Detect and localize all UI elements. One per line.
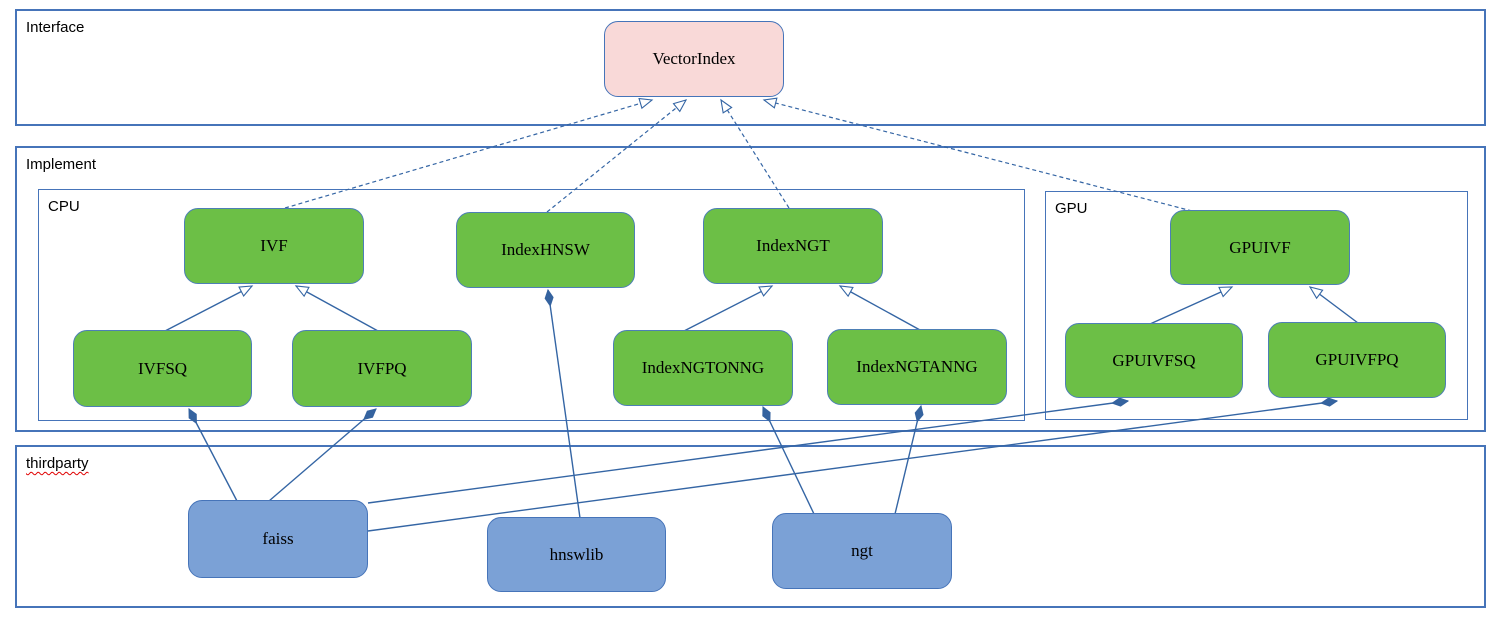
node-ngt[interactable]: ngt [772, 513, 952, 589]
node-indexhnsw[interactable]: IndexHNSW [456, 212, 635, 288]
node-faiss-label: faiss [262, 529, 294, 548]
node-indexhnsw-label: IndexHNSW [501, 240, 590, 259]
node-gpuivfpq[interactable]: GPUIVFPQ [1268, 322, 1446, 398]
node-gpuivf-label: GPUIVF [1229, 237, 1291, 257]
node-ivfsq[interactable]: IVFSQ [73, 330, 252, 407]
node-ivfsq-label: IVFSQ [137, 358, 188, 378]
container-implement-label: Implement [26, 156, 97, 173]
node-gpuivfsq[interactable]: GPUIVFSQ [1065, 323, 1243, 398]
node-ivf-label: IVF [260, 236, 288, 255]
container-interface-label: Interface [26, 19, 85, 36]
node-indexngtanng[interactable]: IndexNGTANNG [827, 329, 1007, 405]
node-ngt-label: ngt [851, 541, 873, 560]
node-indexngt-label: IndexNGT [756, 236, 830, 255]
node-indexngtanng-label: IndexNGTANNG [856, 357, 978, 376]
node-gpuivfpq-label: GPUIVFPQ [1315, 350, 1399, 369]
container-thirdparty-label: thirdparty [26, 455, 89, 472]
node-hnswlib[interactable]: hnswlib [487, 517, 666, 592]
node-ivfpq-label: IVFPQ [357, 358, 407, 378]
node-gpuivfsq-label: GPUIVFSQ [1112, 350, 1196, 370]
node-faiss[interactable]: faiss [188, 500, 368, 578]
node-vectorindex[interactable]: VectorIndex [604, 21, 784, 97]
node-hnswlib-label: hnswlib [549, 544, 604, 564]
container-cpu-label: CPU [48, 198, 80, 215]
node-vectorindex-label: VectorIndex [652, 49, 736, 68]
node-indexngtonng-label: IndexNGTONNG [641, 358, 765, 377]
node-gpuivf[interactable]: GPUIVF [1170, 210, 1350, 285]
node-indexngtonng[interactable]: IndexNGTONNG [613, 330, 793, 406]
node-indexngt[interactable]: IndexNGT [703, 208, 883, 284]
node-ivf[interactable]: IVF [184, 208, 364, 284]
node-ivfpq[interactable]: IVFPQ [292, 330, 472, 407]
container-gpu-label: GPU [1055, 200, 1088, 217]
